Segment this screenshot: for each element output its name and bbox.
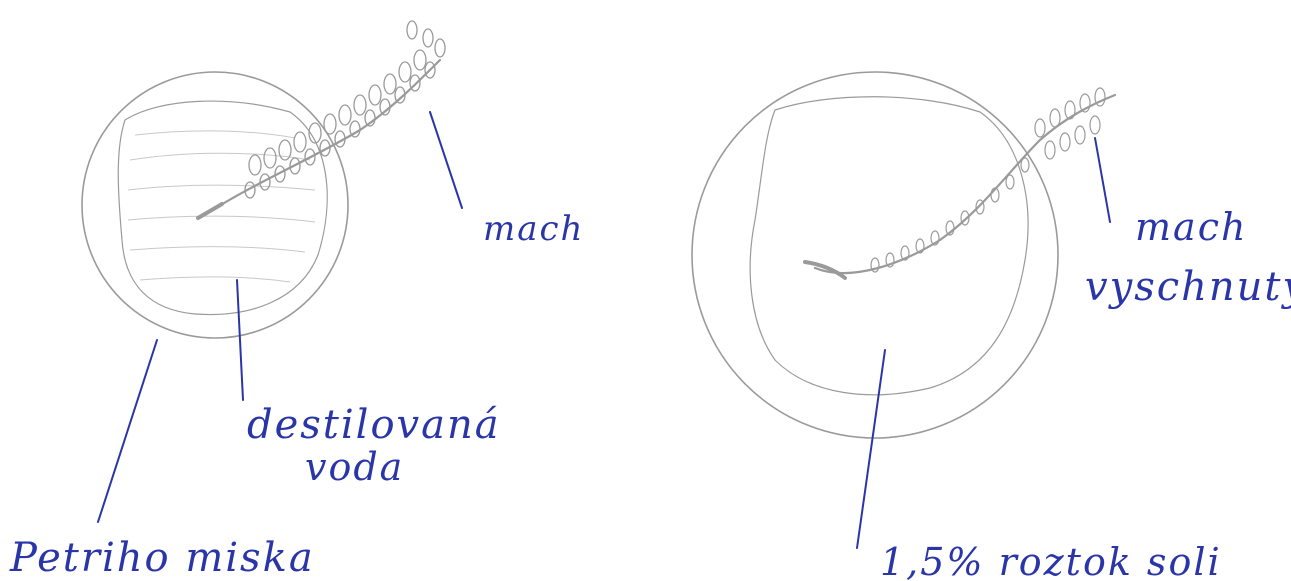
- petri-dish-label: Petriho miska: [9, 535, 315, 581]
- left-moss-leader: [430, 112, 462, 208]
- right-dish-rim: [692, 72, 1058, 438]
- distilled-water-label-line2: voda: [305, 445, 404, 489]
- left-petri-dish: [82, 72, 348, 338]
- left-moss-leaves: [245, 21, 445, 198]
- salt-solution-leader: [857, 350, 885, 548]
- distilled-water-label-line1: destilovaná: [247, 402, 501, 448]
- distilled-water-leader: [237, 280, 243, 400]
- right-moss: [805, 88, 1115, 278]
- right-moss-label-line1: mach: [1135, 205, 1247, 249]
- salt-solution-label: 1,5% roztok soli: [880, 540, 1222, 581]
- right-salt-solution-surface: [750, 97, 1028, 395]
- right-moss-leaves: [871, 88, 1105, 272]
- left-moss-label: mach: [483, 209, 584, 249]
- left-dish-rim: [82, 72, 348, 338]
- petri-dish-leader: [98, 340, 157, 522]
- left-moss: [198, 21, 445, 218]
- right-moss-leader: [1095, 138, 1110, 222]
- right-moss-label-line2: vyschnutý: [1085, 264, 1291, 310]
- right-petri-dish: [692, 72, 1058, 438]
